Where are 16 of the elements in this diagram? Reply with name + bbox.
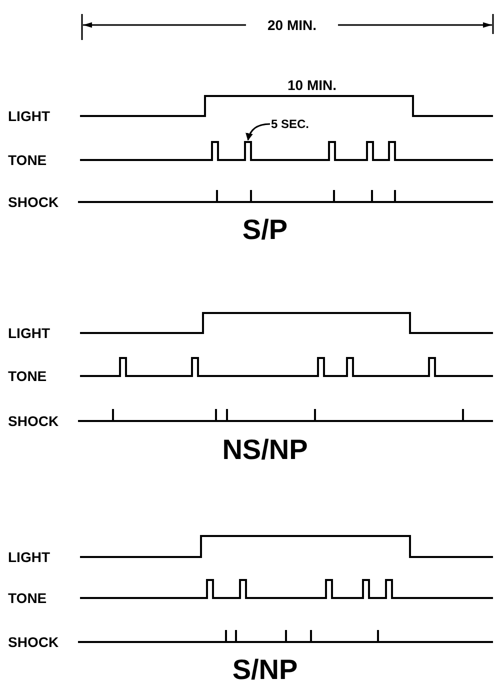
signal-label: TONE bbox=[8, 369, 47, 383]
condition-title: S/NP bbox=[232, 656, 298, 684]
condition-title: NS/NP bbox=[222, 436, 308, 464]
signal-label: TONE bbox=[8, 153, 47, 167]
signal-label: LIGHT bbox=[8, 550, 50, 564]
signal-label: SHOCK bbox=[8, 414, 59, 428]
signal-label: SHOCK bbox=[8, 635, 59, 649]
signal-label: LIGHT bbox=[8, 109, 50, 123]
condition-title: S/P bbox=[242, 216, 288, 244]
callout-label: 5 SEC. bbox=[271, 118, 310, 130]
duration-label: 10 MIN. bbox=[288, 78, 336, 92]
leader-line bbox=[246, 123, 270, 141]
signal-label: TONE bbox=[8, 591, 47, 605]
signal-label: LIGHT bbox=[8, 326, 50, 340]
signal-label: SHOCK bbox=[8, 195, 59, 209]
tone-pulse bbox=[244, 141, 252, 161]
